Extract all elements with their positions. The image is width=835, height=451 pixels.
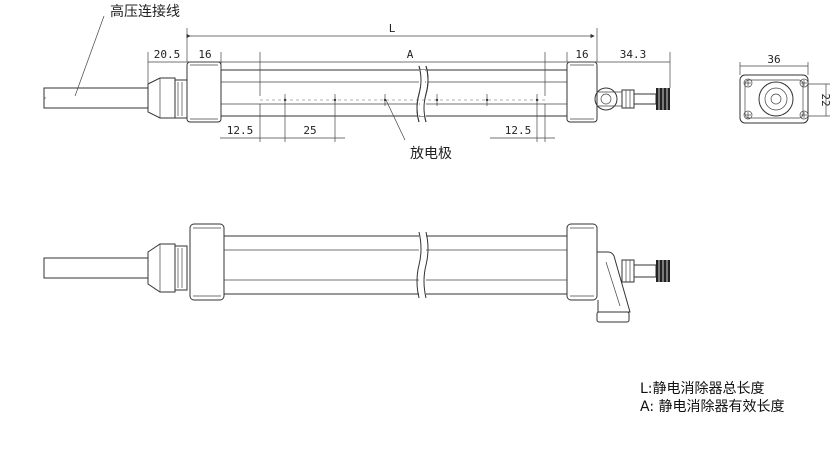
right-end-cap [566, 61, 598, 123]
dim-12-5-left-label: 12.5 [227, 124, 254, 137]
electrode-points [283, 94, 539, 106]
dim-36-label: 36 [767, 53, 780, 66]
dimension-row-bottom: 12.5 25 12.5 [220, 104, 555, 142]
electrode-label: 放电极 [410, 146, 452, 162]
high-voltage-cable [43, 87, 149, 109]
dim-A-label: A [407, 48, 414, 61]
bottom-left-end-cap [189, 223, 225, 301]
connector-plug [621, 88, 670, 110]
bottom-view [43, 223, 670, 323]
dim-22-label: 22 [819, 93, 832, 106]
legend-line-L: L:静电消除器总长度 [640, 381, 765, 397]
ground-terminal [594, 87, 623, 111]
dim-16-left-label: 16 [198, 48, 211, 61]
bottom-connector-plug [621, 259, 670, 283]
cable-leader-line [74, 15, 105, 97]
dimension-L: L [186, 22, 598, 62]
cable-label: 高压连接线 [110, 3, 180, 20]
bottom-angle-bracket [596, 251, 631, 323]
dimension-row-2: 20.5 16 A 16 34.3 [147, 48, 671, 96]
top-view: 高压连接线 [43, 3, 671, 162]
dim-12-5-right-label: 12.5 [505, 124, 532, 137]
bottom-right-end-cap [566, 223, 598, 301]
dim-L-label: L [389, 22, 396, 35]
dim-25-label: 25 [303, 124, 316, 137]
dim-20-5-label: 20.5 [154, 48, 181, 61]
legend-line-A: A: 静电消除器有效长度 [640, 399, 785, 415]
end-view: 36 22 [739, 53, 832, 124]
bar-body [220, 65, 568, 123]
dim-16-right-label: 16 [575, 48, 588, 61]
legend: L:静电消除器总长度 A: 静电消除器有效长度 [640, 380, 785, 416]
bottom-cable-gland [147, 243, 188, 293]
left-end-cap [186, 61, 222, 123]
electrode-leader-line [385, 99, 406, 141]
bottom-cable [43, 257, 149, 279]
bottom-bar-body [223, 231, 568, 299]
cable-gland [147, 77, 188, 119]
dim-34-3-label: 34.3 [620, 48, 647, 61]
